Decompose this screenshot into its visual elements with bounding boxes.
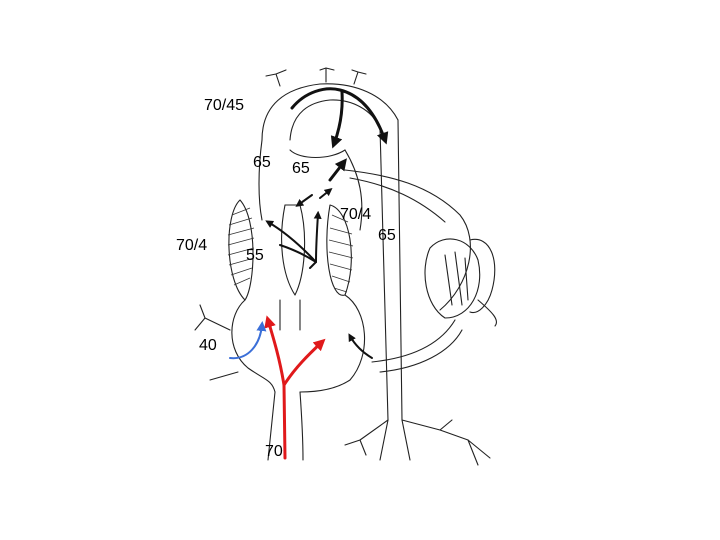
ventricle-up-arrow	[313, 210, 322, 263]
ventricle-left-arrow	[265, 220, 317, 263]
left-atrium-hatching	[227, 207, 255, 286]
label-right-atrium: 70/4	[176, 237, 207, 254]
label-inferior-vena-cava: 70	[265, 443, 283, 460]
label-pulmonary-artery-left: 65	[253, 154, 271, 171]
left-atrium-inflow-arrow	[295, 194, 313, 207]
ventricle-stem	[279, 244, 317, 269]
label-coronary-sinus: 40	[199, 337, 217, 354]
aortic-arch-arrow	[290, 87, 389, 145]
heart-outline	[194, 67, 497, 466]
label-left-atrium: 70/4	[340, 206, 371, 223]
pulmonary-trunk-arrow	[328, 158, 347, 182]
arch-branch-arrow	[330, 90, 344, 149]
label-pulmonary-veins: 65	[378, 227, 396, 244]
coronary-sinus-blue-arrow	[229, 321, 267, 360]
label-right-ventricle: 55	[246, 247, 264, 264]
pulmonary-valve-arrow	[319, 188, 333, 199]
label-ascending-aorta: 70/45	[204, 97, 244, 114]
flow-arrows	[229, 87, 389, 460]
venous-return-arrow	[348, 333, 373, 359]
ivc-red-arrow-branch	[282, 338, 326, 387]
right-ventricle-hatching	[328, 214, 354, 293]
pressure-labels: 70/45 65 65 70/4 65 70/4 55 40 70	[176, 97, 396, 460]
label-pulmonary-artery-right: 65	[292, 160, 310, 177]
